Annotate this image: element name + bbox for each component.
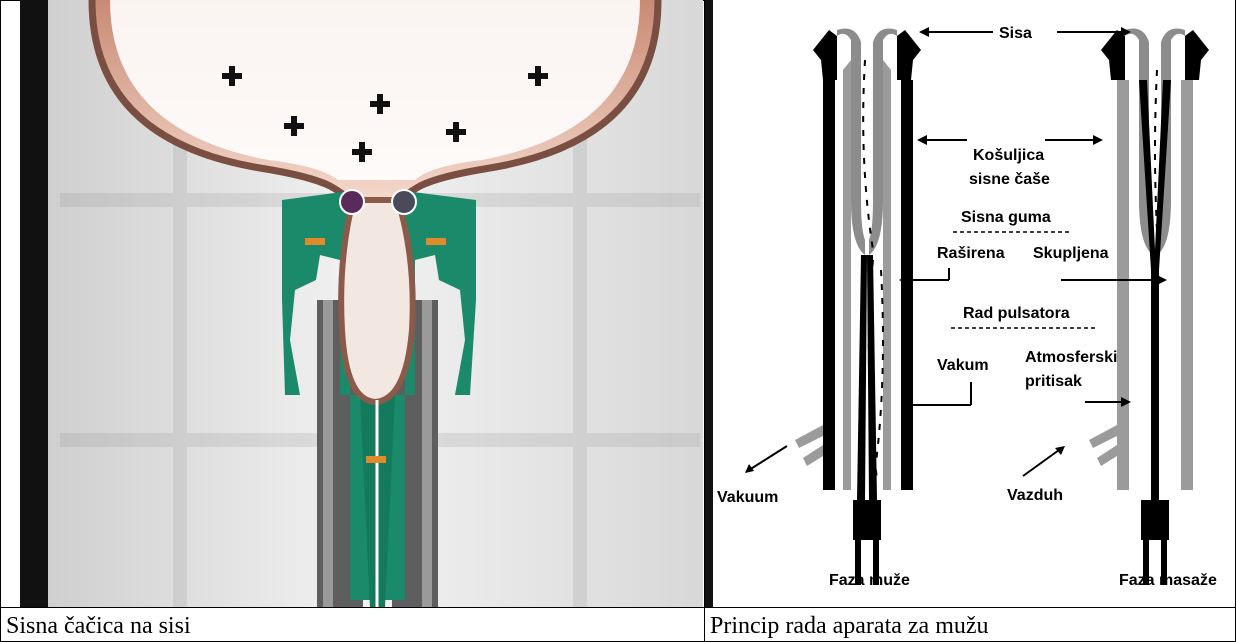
label-sisna-guma: Sisna guma	[961, 209, 1051, 226]
label-vakum: Vakum	[937, 357, 989, 374]
label-kosuljica-line2: sisne čaše	[969, 171, 1050, 188]
label-atmosferski-line1: Atmosferski	[1025, 349, 1117, 366]
teat	[341, 200, 413, 402]
teat-cup-illustration	[20, 0, 703, 607]
teat-cup-illustration-svg	[20, 0, 703, 607]
label-faza-muze: Faza muže	[829, 572, 910, 589]
milking-principle-svg: Sisa Košuljica sisne čaše Sisna guma Raš…	[705, 0, 1235, 607]
label-faza-masaze: Faza masaže	[1119, 572, 1217, 589]
label-sisa: Sisa	[999, 25, 1032, 42]
table-divider-horizontal	[0, 607, 1236, 608]
label-rad-pulsatora: Rad pulsatora	[963, 305, 1070, 322]
label-vakuum: Vakuum	[717, 489, 778, 506]
label-kosuljica-line1: Košuljica	[973, 147, 1044, 164]
teat-sphincter-right	[392, 190, 416, 214]
left-dark-edge	[20, 0, 48, 607]
label-skupljena: Skupljena	[1033, 245, 1109, 262]
label-rasirena: Raširena	[937, 245, 1005, 262]
label-vazduh: Vazduh	[1007, 487, 1063, 504]
milking-principle-diagram: Sisa Košuljica sisne čaše Sisna guma Raš…	[705, 0, 1235, 607]
caption-left: Sisna čačica na sisi	[6, 611, 191, 641]
teat-sphincter-left	[340, 190, 364, 214]
label-atmosferski-line2: pritisak	[1025, 373, 1082, 390]
caption-right: Princip rada aparata za mužu	[710, 611, 989, 641]
